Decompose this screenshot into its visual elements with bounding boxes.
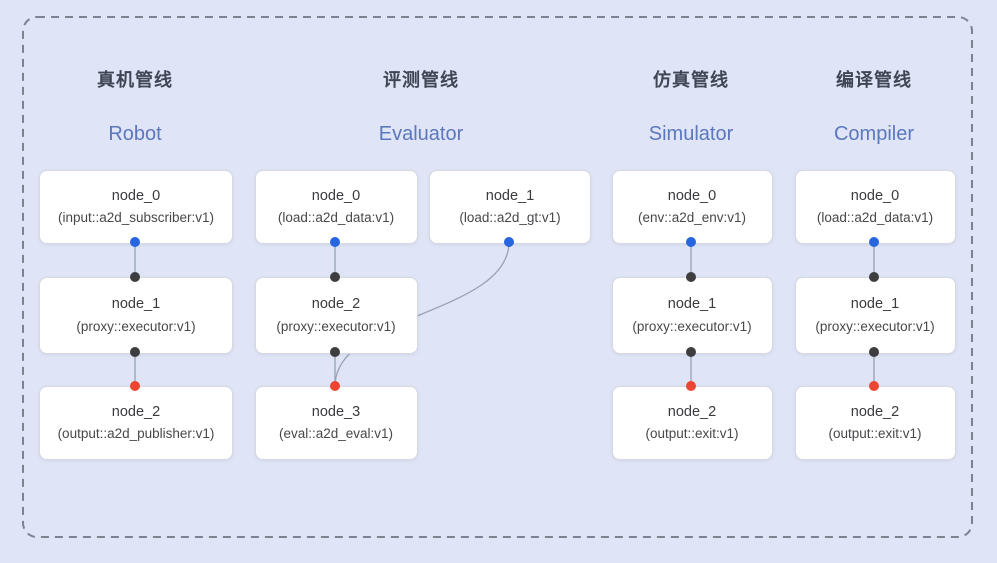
node-type: (proxy::executor:v1)	[632, 318, 752, 334]
port-blue-dot	[504, 237, 514, 247]
port-red-dot	[330, 381, 340, 391]
node-box: node_0(load::a2d_data:v1)	[254, 170, 418, 244]
pipeline-title-cn: 编译管线	[836, 70, 912, 90]
port-red-dot	[869, 381, 879, 391]
port-black-dot	[869, 347, 879, 357]
node-type: (proxy::executor:v1)	[276, 318, 396, 334]
pipeline-title-en: Compiler	[833, 123, 915, 145]
pipeline-title-en: Evaluator	[378, 123, 464, 145]
node-box: node_0(load::a2d_data:v1)	[794, 170, 956, 244]
node-name: node_1	[850, 296, 900, 313]
pipeline-title-cn: 仿真管线	[653, 70, 729, 90]
node-type: (load::a2d_data:v1)	[277, 210, 395, 226]
node-name: node_0	[311, 187, 361, 204]
node-name: node_0	[111, 187, 161, 204]
node-type: (load::a2d_gt:v1)	[459, 210, 561, 226]
node-box: node_2(output::exit:v1)	[794, 386, 956, 460]
node-name: node_3	[311, 403, 361, 420]
node-name: node_1	[667, 296, 717, 313]
port-blue-dot	[130, 237, 140, 247]
port-black-dot	[130, 272, 140, 282]
node-box: node_2(proxy::executor:v1)	[254, 277, 418, 354]
node-box: node_1(proxy::executor:v1)	[611, 277, 773, 354]
port-black-dot	[330, 347, 340, 357]
node-box: node_0(env::a2d_env:v1)	[611, 170, 773, 244]
node-box: node_3(eval::a2d_eval:v1)	[254, 386, 418, 460]
node-type: (load::a2d_data:v1)	[816, 210, 934, 226]
node-name: node_2	[311, 296, 361, 313]
port-black-dot	[869, 272, 879, 282]
pipeline-title-en: Simulator	[648, 123, 734, 145]
port-red-dot	[686, 381, 696, 391]
node-box: node_2(output::a2d_publisher:v1)	[39, 386, 233, 460]
node-name: node_1	[111, 296, 161, 313]
pipeline-title-cn: 评测管线	[383, 70, 459, 90]
node-type: (input::a2d_subscriber:v1)	[57, 210, 215, 226]
port-blue-dot	[869, 237, 879, 247]
node-name: node_0	[850, 187, 900, 204]
node-type: (env::a2d_env:v1)	[637, 210, 747, 226]
port-blue-dot	[686, 237, 696, 247]
node-box: node_0(input::a2d_subscriber:v1)	[39, 170, 233, 244]
node-name: node_0	[667, 187, 717, 204]
node-name: node_2	[667, 403, 717, 420]
node-type: (proxy::executor:v1)	[815, 318, 935, 334]
node-type: (output::a2d_publisher:v1)	[57, 426, 215, 442]
pipeline-title-en: Robot	[108, 123, 162, 145]
node-name: node_1	[485, 187, 535, 204]
node-type: (proxy::executor:v1)	[76, 318, 196, 334]
pipeline-title-cn: 真机管线	[97, 70, 173, 90]
node-type: (output::exit:v1)	[828, 426, 922, 442]
node-name: node_2	[850, 403, 900, 420]
node-type: (output::exit:v1)	[645, 426, 739, 442]
node-box: node_2(output::exit:v1)	[611, 386, 773, 460]
node-type: (eval::a2d_eval:v1)	[278, 426, 394, 442]
port-black-dot	[330, 272, 340, 282]
node-name: node_2	[111, 403, 161, 420]
port-black-dot	[686, 347, 696, 357]
node-box: node_1(load::a2d_gt:v1)	[429, 170, 591, 244]
edge-path	[334, 241, 510, 387]
node-box: node_1(proxy::executor:v1)	[794, 277, 956, 354]
port-red-dot	[130, 381, 140, 391]
node-box: node_1(proxy::executor:v1)	[39, 277, 233, 354]
port-black-dot	[130, 347, 140, 357]
port-black-dot	[686, 272, 696, 282]
port-blue-dot	[330, 237, 340, 247]
